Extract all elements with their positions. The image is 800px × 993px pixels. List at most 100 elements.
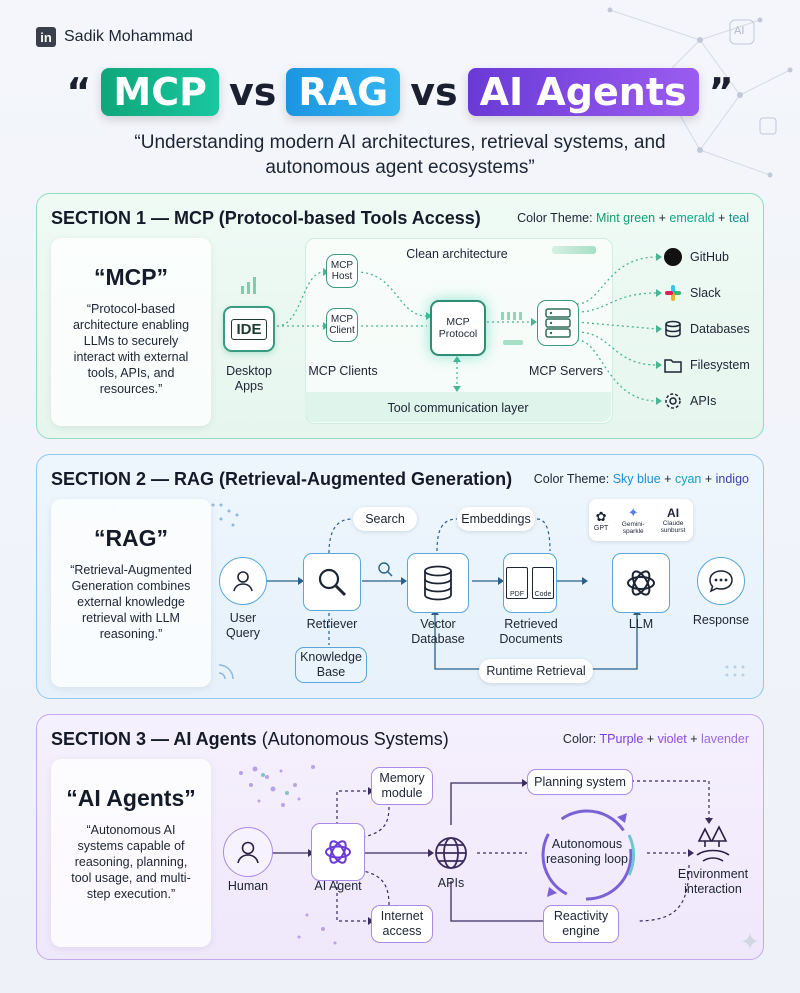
mcp-clients-label: MCP Clients [308,364,378,378]
vector-database-box [407,553,469,613]
model-label: Claude sunburst [660,520,686,534]
person-icon [237,841,259,864]
theme-color-3: indigo [715,472,749,486]
code-label: Code [534,591,552,598]
author-name: Sadik Mohammad [64,28,193,45]
theme-color-1: TPurple [599,732,644,746]
globe-icon [433,835,469,871]
user-avatar-circle [219,557,267,605]
tool-label: GitHub [690,249,729,264]
runtime-retrieval-chip: Runtime Retrieval [479,659,593,683]
theme-color-2: violet [657,732,687,746]
title-open-quote: “ [66,70,92,114]
model-label: GPT [593,524,609,532]
title-agents-pill: AI Agents [467,68,699,116]
magnifier-icon [318,568,347,597]
ide-text: IDE [231,318,267,340]
title-rag-pill: RAG [286,68,401,116]
card-title: “MCP” [93,264,169,290]
section-title: SECTION 3 — AI Agents (Autonomous System… [51,729,449,750]
section-rag: SECTION 2 — RAG (Retrieval-Augmented Gen… [36,454,764,699]
section-ai-agents: SECTION 3 — AI Agents (Autonomous System… [36,714,764,960]
section-mcp: SECTION 1 — MCP (Protocol-based Tools Ac… [36,193,764,439]
gpt-badge: ✿ GPT [594,509,608,532]
embeddings-chip: Embeddings [457,507,535,531]
database-icon [665,320,681,338]
mcp-client-chip: MCP Client [326,308,358,342]
mcp-server-icon [537,300,579,346]
rag-description-card: “RAG” “Retrieval-Augmented Generation co… [51,499,211,687]
sparkle-icon: ✦ [740,929,761,956]
pdf-label: PDF [510,591,524,598]
title-vs-1: vs [228,70,277,114]
section-title-bold: SECTION 3 — AI Agents [51,729,257,749]
theme-color-2: cyan [674,472,702,486]
mcp-host-chip: MCP Host [326,254,358,288]
gemini-badge: ✦ Gemini-sparkle [618,505,648,535]
tool-layer-band [305,392,611,422]
page-title: “ MCP vs RAG vs AI Agents ” [0,68,800,116]
tool-github: GitHub [664,248,729,266]
progress-deco [552,246,596,254]
theme-plus: + [704,472,713,486]
llm-box [612,553,670,613]
theme-plus: + [646,732,655,746]
llm-label: LLM [628,617,654,631]
mcp-host-label: MCP Host [330,260,354,282]
retrieved-documents-box: PDF Code [503,553,557,613]
theme-plus: + [658,211,666,225]
slack-icon [665,285,681,301]
knowledge-base-box: Knowledge Base [295,647,367,683]
theme-plus: + [718,211,726,225]
tool-label: Slack [690,285,721,300]
color-theme: Color Theme: Mint green + emerald + teal [517,211,749,225]
environment-label: Environment interaction [677,867,749,896]
pdf-doc-icon: PDF [506,567,528,599]
title-close-quote: ” [708,70,734,114]
human-circle [223,827,273,877]
response-label: Response [692,613,750,627]
tool-slack: Slack [664,284,721,302]
github-icon [664,248,682,266]
vector-database-label: Vector Database [411,617,465,646]
theme-color-1: Mint green [596,211,656,225]
agent-knot-icon [325,840,351,864]
ai-agent-label: AI Agent [314,879,362,893]
title-mcp-pill: MCP [101,68,219,116]
color-theme: Color Theme: Sky blue + cyan + indigo [534,472,749,486]
tool-filesystem: Filesystem [664,356,750,374]
card-title: “AI Agents” [66,785,196,811]
theme-color-3: teal [728,211,749,225]
apis-label: APIs [437,876,465,890]
gemini-sparkle-icon: ✦ [627,505,639,520]
response-circle [697,557,745,605]
page-subtitle: “Understanding modern AI architectures, … [134,132,666,178]
chat-bubble-icon [709,570,733,593]
retriever-label: Retriever [306,617,358,631]
theme-plus: + [664,472,672,486]
card-text: “Autonomous AI systems capable of reason… [71,823,191,901]
folder-icon [664,359,682,373]
card-title: “RAG” [93,525,169,551]
tool-databases: Databases [664,320,750,338]
tool-apis: APIs [664,392,716,410]
retrieved-documents-label: Retrieved Documents [499,617,563,646]
ai-chip-badge: AI [734,25,745,37]
mcp-protocol-chip: MCP Protocol [430,300,486,356]
gear-icon [665,393,681,409]
tool-label: APIs [690,393,717,408]
gpt-icon: ✿ [595,508,607,524]
mcp-client-label: MCP Client [329,314,355,336]
theme-plus: + [690,732,698,746]
reactivity-engine-box: Reactivity engine [543,905,619,943]
environment-icon [693,825,733,865]
theme-prefix: Color: [562,732,597,746]
model-badges: ✿ GPT ✦ Gemini-sparkle AI Claude sunburs… [589,499,693,541]
card-text: “Retrieval-Augmented Generation combines… [70,563,192,641]
theme-prefix: Color Theme: [517,211,593,225]
desktop-apps-label: Desktop Apps [226,364,272,393]
ai-agent-box [311,823,365,881]
user-icon [233,571,253,592]
mcp-servers-label: MCP Servers [528,364,604,378]
search-chip: Search [353,507,417,531]
